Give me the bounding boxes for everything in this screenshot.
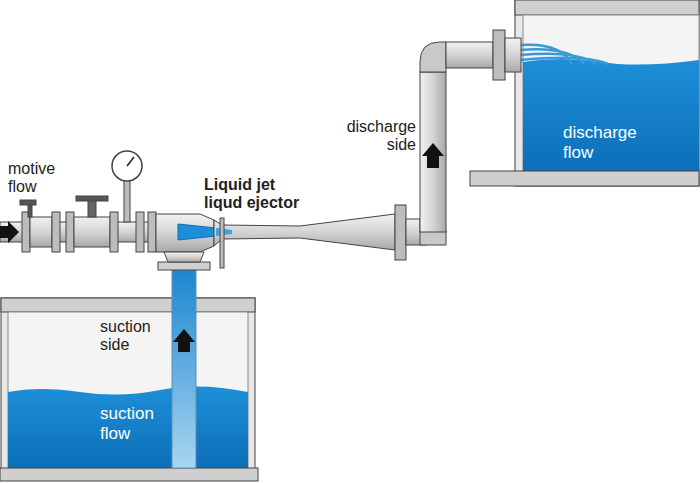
tank-label: suction flow bbox=[100, 404, 170, 443]
flow-label: motive flow bbox=[8, 160, 72, 197]
component-label: Liquid jet liqud ejector bbox=[204, 176, 316, 213]
tank-label: discharge flow bbox=[563, 123, 647, 162]
flow-label-wrap: suction side bbox=[100, 318, 166, 355]
suction-tank: suction flow bbox=[8, 312, 248, 468]
discharge-tank: discharge flow bbox=[523, 15, 699, 171]
flow-label-wrap: motive flow bbox=[8, 160, 72, 197]
flow-label: discharge side bbox=[336, 118, 416, 155]
flow-label: suction side bbox=[100, 318, 166, 355]
flow-label-wrap: discharge side bbox=[336, 118, 416, 155]
component-label-wrap: Liquid jet liqud ejector bbox=[204, 176, 316, 213]
